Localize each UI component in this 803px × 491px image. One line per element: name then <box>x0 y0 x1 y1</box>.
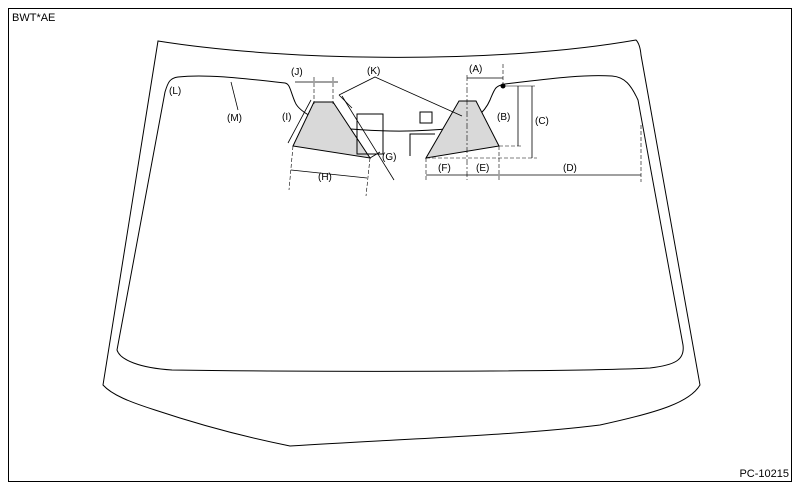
label-l: (L) <box>169 86 181 97</box>
label-m: (M) <box>227 113 242 124</box>
mirror-square <box>419 111 433 124</box>
leader-k <box>338 76 463 117</box>
label-c: (C) <box>535 116 549 127</box>
windshield-outer-outline <box>102 39 701 447</box>
label-k: (K) <box>367 66 380 77</box>
label-e: (E) <box>476 163 489 174</box>
mirror-bracket-right <box>409 133 435 156</box>
diagram-reference-code: PC-10215 <box>739 468 789 480</box>
label-a: (A) <box>469 64 482 75</box>
label-g: (G) <box>382 152 396 163</box>
label-i: (I) <box>282 112 291 123</box>
label-d: (D) <box>563 163 577 174</box>
label-b: (B) <box>497 112 510 123</box>
diagram-frame <box>8 8 792 482</box>
label-f: (F) <box>438 163 451 174</box>
mirror-bracket-left <box>356 113 384 155</box>
label-h: (H) <box>318 172 332 183</box>
label-j: (J) <box>291 67 303 78</box>
inner-border-line <box>116 75 684 372</box>
diagram-header-code: BWT*AE <box>12 12 56 24</box>
